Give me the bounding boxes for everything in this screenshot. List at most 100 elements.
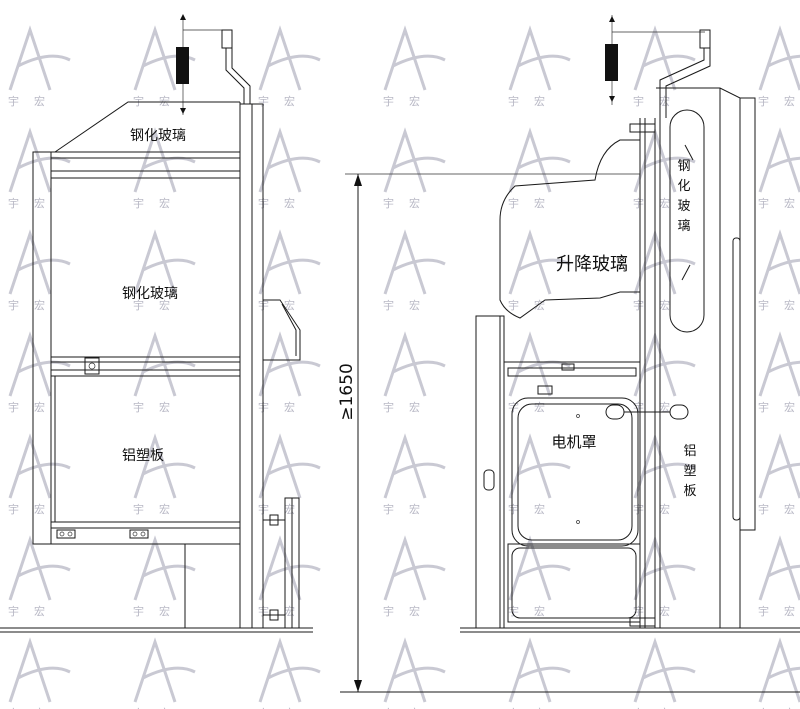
- svg-text:宇: 宇: [508, 605, 519, 618]
- svg-text:宏: 宏: [159, 604, 170, 618]
- svg-text:宏: 宏: [659, 196, 670, 210]
- svg-text:宇: 宇: [133, 299, 144, 312]
- watermark-tile: 宏宇: [508, 229, 571, 312]
- watermark-tile: 宏宇: [633, 637, 696, 709]
- watermark-tile: 宏宇: [383, 535, 446, 618]
- watermark-tile: 宏宇: [8, 535, 71, 618]
- label-lift-glass: 升降玻璃: [556, 254, 628, 275]
- watermark-tile: 宏宇: [758, 229, 800, 312]
- svg-text:宏: 宏: [34, 196, 45, 210]
- svg-text:宇: 宇: [758, 197, 769, 210]
- svg-text:宏: 宏: [34, 298, 45, 312]
- svg-text:宇: 宇: [383, 605, 394, 618]
- svg-text:宏: 宏: [34, 502, 45, 516]
- svg-text:宏: 宏: [534, 706, 545, 709]
- watermark-tile: 宏宇: [383, 331, 446, 414]
- svg-text:宏: 宏: [534, 502, 545, 516]
- svg-text:宏: 宏: [409, 94, 420, 108]
- watermark-tile: 宏宇: [758, 637, 800, 709]
- label-left-bottom-panel: 铝塑板: [122, 448, 164, 464]
- watermark-tile: 宏宇: [758, 25, 800, 108]
- svg-text:宏: 宏: [409, 298, 420, 312]
- label-tempered-glass-vertical: 钢化玻璃: [677, 159, 690, 234]
- svg-text:宇: 宇: [133, 401, 144, 414]
- svg-text:宇: 宇: [383, 401, 394, 414]
- svg-text:宏: 宏: [659, 400, 670, 414]
- watermark-tile: 宏宇: [758, 331, 800, 414]
- svg-text:宏: 宏: [409, 502, 420, 516]
- svg-text:宏: 宏: [784, 94, 795, 108]
- watermark-tile: 宏宇: [8, 637, 71, 709]
- svg-text:宇: 宇: [758, 605, 769, 618]
- watermark-tile: 宏宇: [258, 331, 321, 414]
- svg-text:宏: 宏: [34, 604, 45, 618]
- watermark-tile: 宏宇: [758, 433, 800, 516]
- watermark-tile: 宏宇: [258, 25, 321, 108]
- svg-text:宇: 宇: [133, 605, 144, 618]
- watermark-tile: 宏宇: [258, 637, 321, 709]
- svg-text:宏: 宏: [34, 706, 45, 709]
- svg-text:宇: 宇: [383, 197, 394, 210]
- svg-text:宇: 宇: [383, 95, 394, 108]
- right-elevation-view: 升降玻璃 电机罩 钢化玻璃 铝塑板: [475, 15, 756, 629]
- svg-text:宇: 宇: [633, 299, 644, 312]
- watermark-tile: 宏宇: [133, 331, 196, 414]
- svg-text:宇: 宇: [508, 503, 519, 516]
- watermark-tile: 宏宇: [133, 229, 196, 312]
- svg-text:宏: 宏: [784, 502, 795, 516]
- svg-text:宇: 宇: [508, 95, 519, 108]
- svg-text:宇: 宇: [258, 707, 269, 709]
- watermark-tile: 宏宇: [383, 637, 446, 709]
- svg-text:宇: 宇: [383, 503, 394, 516]
- svg-text:宇: 宇: [633, 95, 644, 108]
- svg-text:宏: 宏: [159, 400, 170, 414]
- svg-text:宏: 宏: [534, 298, 545, 312]
- svg-text:宇: 宇: [508, 299, 519, 312]
- svg-text:宏: 宏: [659, 298, 670, 312]
- svg-text:宏: 宏: [409, 400, 420, 414]
- svg-text:宏: 宏: [534, 400, 545, 414]
- watermark-tile: 宏宇: [8, 25, 71, 108]
- svg-text:宇: 宇: [633, 197, 644, 210]
- watermark-tile: 宏宇: [8, 331, 71, 414]
- watermark-tile: 宏宇: [508, 637, 571, 709]
- svg-text:宏: 宏: [159, 94, 170, 108]
- height-dimension: ≥1650: [337, 173, 640, 692]
- svg-text:宇: 宇: [133, 503, 144, 516]
- watermark-tile: 宏宇: [258, 127, 321, 210]
- watermark-tile: 宏宇: [633, 535, 696, 618]
- watermark-tile: 宏宇: [133, 637, 196, 709]
- watermark-tile: 宏宇: [133, 433, 196, 516]
- svg-text:宏: 宏: [784, 400, 795, 414]
- svg-text:宇: 宇: [633, 605, 644, 618]
- svg-text:宏: 宏: [409, 604, 420, 618]
- watermark-tile: 宏宇: [383, 127, 446, 210]
- svg-text:宇: 宇: [8, 299, 19, 312]
- svg-text:宇: 宇: [133, 197, 144, 210]
- watermark-tile: 宏宇: [8, 433, 71, 516]
- watermark-tile: 宏宇: [633, 331, 696, 414]
- svg-text:宏: 宏: [659, 502, 670, 516]
- label-aluminum-panel-vertical: 铝塑板: [683, 444, 696, 499]
- svg-text:宇: 宇: [633, 401, 644, 414]
- svg-text:宏: 宏: [784, 196, 795, 210]
- watermark-tile: 宏宇: [508, 535, 571, 618]
- svg-text:宏: 宏: [159, 706, 170, 709]
- svg-text:宏: 宏: [284, 298, 295, 312]
- svg-text:宇: 宇: [633, 707, 644, 709]
- svg-text:宏: 宏: [284, 502, 295, 516]
- watermark-tile: 宏宇: [383, 25, 446, 108]
- svg-text:宇: 宇: [133, 707, 144, 709]
- watermark-tile: 宏宇: [508, 127, 571, 210]
- svg-text:宇: 宇: [383, 299, 394, 312]
- svg-text:宏: 宏: [284, 604, 295, 618]
- watermark-tile: 宏宇: [758, 127, 800, 210]
- watermark-tile: 宏宇: [8, 229, 71, 312]
- svg-text:宏: 宏: [284, 94, 295, 108]
- svg-text:宇: 宇: [8, 707, 19, 709]
- svg-text:宇: 宇: [758, 299, 769, 312]
- svg-text:宏: 宏: [534, 196, 545, 210]
- left-elevation-view: 钢化玻璃 钢化玻璃 铝塑板: [32, 14, 301, 629]
- svg-text:宏: 宏: [534, 94, 545, 108]
